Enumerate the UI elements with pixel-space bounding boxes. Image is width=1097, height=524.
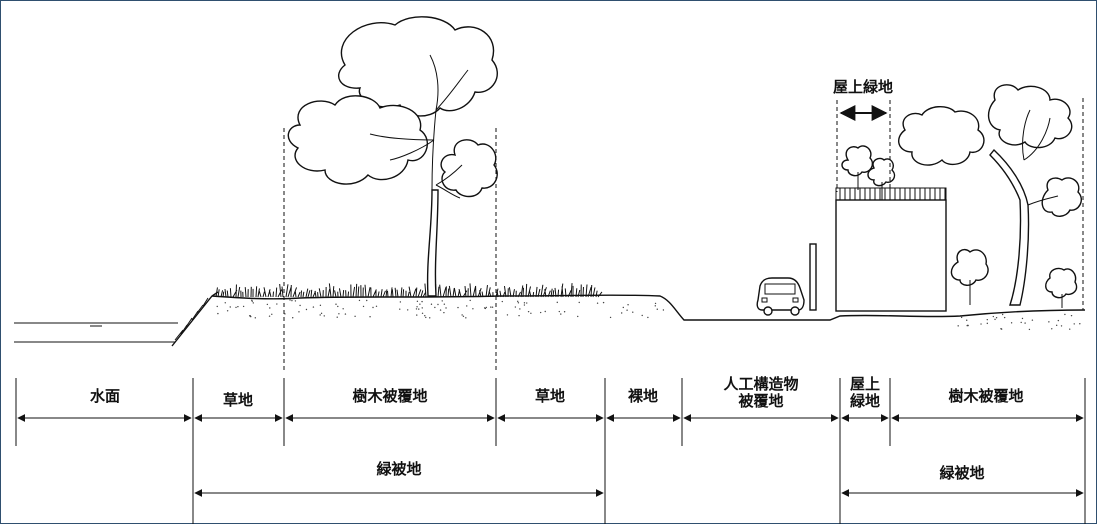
segment-label-bare: 裸地 — [628, 387, 658, 405]
car-icon — [756, 277, 805, 316]
boundary-lines — [283, 98, 1084, 372]
segment-label-artificial-line2: 被覆地 — [738, 392, 783, 410]
pole — [809, 243, 817, 311]
embankment — [171, 291, 219, 347]
rooftop-top-label: 屋上緑地 — [833, 78, 893, 96]
soil-dots — [216, 299, 1081, 331]
segment-label-tree-2: 樹木被覆地 — [948, 387, 1023, 405]
grass-tufts — [215, 283, 603, 298]
building — [835, 145, 947, 312]
right-trees — [897, 84, 1082, 308]
segment-label-tree-1: 樹木被覆地 — [352, 387, 427, 405]
segment-ticks — [15, 378, 1086, 524]
rooftop-green-callout: 屋上緑地 — [833, 78, 893, 121]
large-tree — [287, 16, 498, 297]
water-surface — [14, 322, 178, 343]
segment-label-water: 水面 — [90, 387, 120, 405]
ground-line — [211, 294, 1086, 321]
green-area-label-left: 緑被地 — [376, 460, 421, 478]
green-area-label-right: 緑被地 — [939, 464, 984, 482]
segment-label-grass-2: 草地 — [535, 387, 565, 405]
segment-label-artificial-line1: 人工構造物 — [723, 375, 798, 393]
segment-label-grass-1: 草地 — [223, 391, 253, 409]
segment-label-rooftop-line2: 緑地 — [850, 392, 880, 410]
segment-label-rooftop-line1: 屋上 — [850, 375, 880, 393]
